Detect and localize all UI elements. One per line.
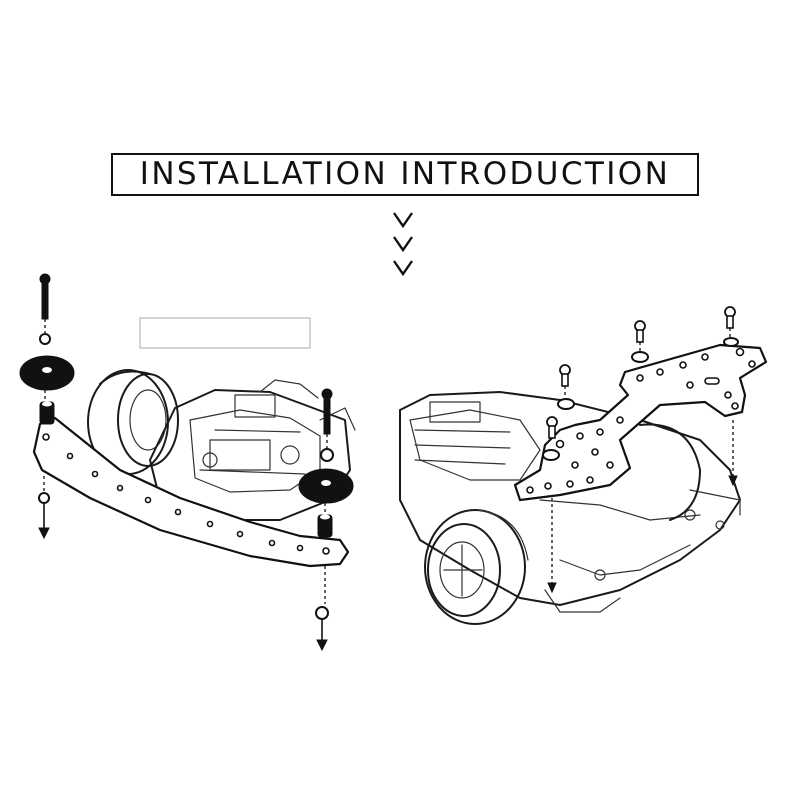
washer-icon — [39, 319, 51, 345]
washer-icon — [542, 449, 560, 461]
rubber-ring-icon — [19, 355, 75, 391]
spacer-icon — [317, 514, 333, 538]
screw-icon — [546, 416, 558, 439]
screw-icon — [559, 364, 571, 387]
left-chassis-illustration — [19, 273, 356, 652]
rubber-ring-icon — [298, 468, 354, 504]
washer-icon — [38, 492, 50, 504]
washer-icon — [723, 337, 739, 347]
washer-icon — [320, 448, 334, 462]
carbon-plate-icon — [513, 343, 768, 502]
washer-icon — [631, 351, 649, 363]
title-text: INSTALLATION INTRODUCTION — [139, 156, 671, 192]
down-arrow-icon — [316, 620, 328, 652]
right-chassis-illustration — [399, 306, 768, 625]
screw-icon — [321, 388, 333, 435]
tire-icon — [639, 423, 701, 521]
chassis-body-icon — [399, 391, 741, 613]
chevron-down-icons — [393, 212, 413, 277]
screw-icon — [724, 306, 736, 329]
tire-icon — [424, 509, 529, 625]
screw-icon — [634, 320, 646, 343]
chevron-down-icon — [393, 260, 413, 277]
down-arrow-icon — [38, 504, 50, 540]
down-arrow-icon — [547, 582, 557, 594]
washer-icon — [557, 398, 575, 410]
down-arrow-icon — [728, 475, 738, 487]
spacer-icon — [39, 401, 55, 425]
washer-icon — [315, 606, 329, 620]
chevron-down-icon — [393, 236, 413, 253]
title-box: INSTALLATION INTRODUCTION — [111, 153, 699, 196]
chevron-down-icon — [393, 212, 413, 229]
rear-bumper-plate — [32, 416, 350, 568]
screw-icon — [39, 273, 51, 320]
